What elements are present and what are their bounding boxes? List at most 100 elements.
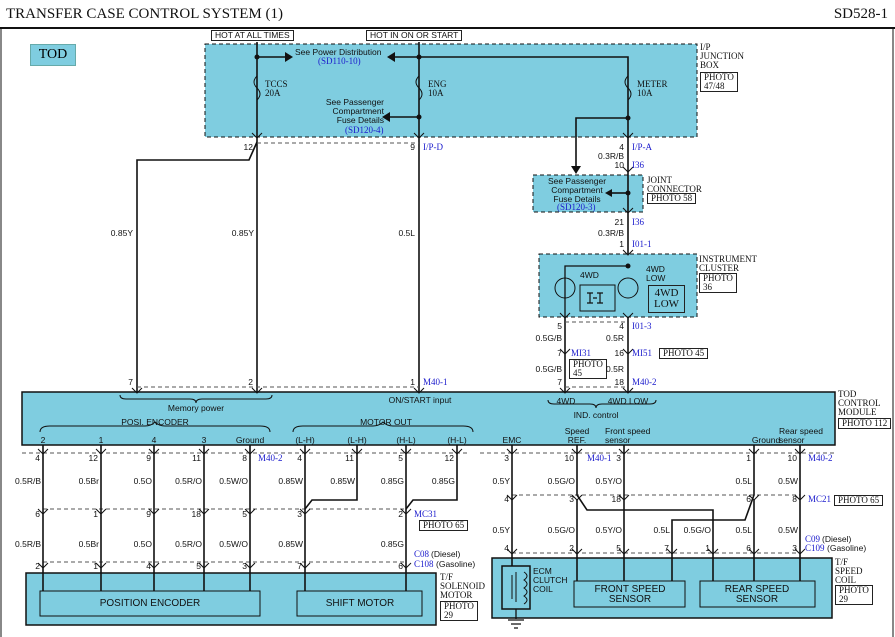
connector-mc31[interactable]: MC31 [414, 509, 438, 519]
connector-mi31[interactable]: MI31 [571, 348, 591, 358]
connector-pin-mark [571, 448, 583, 455]
connector-pin-mark [413, 132, 425, 139]
wire-label: 0.5L [398, 228, 415, 238]
page-title: TRANSFER CASE CONTROL SYSTEM (1) [6, 6, 283, 22]
connector-m40-2[interactable]: M40-2 [632, 377, 657, 387]
wire-label: 0.85G [431, 476, 455, 486]
pin-label: 16 [614, 348, 624, 358]
connector-c109[interactable]: C109 [805, 543, 825, 553]
wire-label: 0.85W [278, 539, 303, 549]
4wd-icon-box [579, 284, 616, 312]
pin-function-label: Ground [751, 435, 781, 445]
lamp-4wd-low-bulb [617, 277, 639, 299]
pin-label: 1 [410, 377, 415, 387]
connector-pin-mark [622, 312, 634, 319]
tf-speed-coil-label: T/F SPEED COIL [835, 557, 863, 585]
tf-solenoid-motor-label: T/F SOLENOID MOTOR [440, 572, 485, 600]
connector-pin-mark [244, 448, 256, 455]
connector-c09[interactable]: C09 [805, 534, 821, 544]
pin-label: 4 [504, 494, 509, 504]
wire-label: 0.85Y [231, 228, 254, 238]
link-sd110-10[interactable]: (SD110-10) [318, 56, 361, 66]
connector-c08[interactable]: C08 [414, 549, 430, 559]
connector-pin-mark [622, 387, 634, 394]
connector-ip-a[interactable]: I/P-A [632, 142, 652, 152]
pin-label: 7 [664, 543, 669, 553]
position-encoder-label: POSITION ENCODER [99, 598, 201, 609]
pin-label: 4 [35, 453, 40, 463]
hot-in-on-or-start-label: HOT IN ON OR START [366, 30, 463, 41]
wire-label: 0.5W [778, 525, 798, 535]
photo-29: PHOTO 29 [835, 585, 873, 605]
connector-pin-mark [351, 448, 363, 455]
connector-i36[interactable]: I36 [632, 160, 644, 170]
pin-label: 4 [504, 543, 509, 553]
connector-m40-2[interactable]: M40-2 [808, 453, 833, 463]
photo-65: PHOTO 65 [419, 520, 469, 531]
wire-label: 0.85G [380, 539, 404, 549]
connector-mc21[interactable]: MC21 [808, 494, 832, 504]
connector-m40-1[interactable]: M40-1 [587, 453, 612, 463]
pin-label: 1 [93, 509, 98, 519]
pin-label: 7 [557, 377, 562, 387]
brace-memory-power [119, 394, 273, 404]
connector-pin-mark [198, 448, 210, 455]
connector-pin-mark [666, 548, 678, 555]
connector-pin-mark [37, 562, 49, 569]
connector-c108[interactable]: C108 [414, 559, 434, 569]
connector-pin-mark [148, 562, 160, 569]
connector-i01-1[interactable]: I01-1 [632, 239, 652, 249]
on-start-input-label: ON/START input [388, 395, 452, 405]
see-power-distribution-label: See Power Distribution [295, 47, 382, 57]
connector-pin-mark [299, 562, 311, 569]
photo-112: PHOTO 112 [838, 418, 892, 429]
pin-label: 1 [619, 239, 624, 249]
wire-label: 0.5Y/O [595, 476, 622, 486]
connector-pin-mark [299, 448, 311, 455]
pin-label: 4 [146, 561, 151, 571]
connector-pin-mark [748, 494, 760, 501]
connector-pin-mark [618, 548, 630, 555]
connector-m40-1[interactable]: M40-1 [423, 377, 448, 387]
pin-label: 7 [128, 377, 133, 387]
connector-pin-mark [148, 508, 160, 515]
wire-label: 0.5R/O [175, 476, 202, 486]
fuse-eng-label: ENG 10A [428, 79, 447, 98]
link-sd120-4[interactable]: (SD120-4) [345, 125, 384, 135]
pin-label: 6 [746, 494, 751, 504]
connector-m40-2[interactable]: M40-2 [258, 453, 283, 463]
pin-label: 8 [242, 453, 247, 463]
pin-function-label: Ground [235, 435, 265, 445]
photo-47-48: PHOTO 47/48 [700, 72, 738, 92]
connector-i01-3[interactable]: I01-3 [632, 321, 652, 331]
wire-label: 0.85W [330, 476, 355, 486]
photo-45: PHOTO 45 [659, 348, 709, 359]
wire-label: 0.3R/B [598, 228, 624, 238]
pin-label: 10 [564, 453, 574, 463]
pin-label: 12 [444, 453, 454, 463]
pin-label: 18 [191, 509, 201, 519]
connector-mi51[interactable]: MI51 [632, 348, 652, 358]
shift-motor-label: SHIFT MOTOR [325, 598, 395, 609]
connector-i36[interactable]: I36 [632, 217, 644, 227]
pin-label: 18 [614, 377, 624, 387]
link-sd120-3[interactable]: (SD120-3) [557, 202, 596, 212]
brace-ind-control [547, 399, 657, 409]
connector-pin-mark [506, 448, 518, 455]
4wd-low-indicator: 4WD LOW [648, 285, 686, 313]
wire-label: 0.5G/O [547, 525, 575, 535]
gasoline-note: (Gasoline) [827, 543, 867, 553]
connector-ip-d[interactable]: I/P-D [423, 142, 443, 152]
connector-pin-mark [559, 348, 571, 355]
wire-label: 0.5L [735, 525, 752, 535]
pin-label: 5 [242, 509, 247, 519]
wire-label: 0.5G/B [535, 333, 562, 343]
tod-badge: TOD [30, 44, 76, 66]
pin-label: 7 [557, 348, 562, 358]
fuse-meter-label: METER 10A [637, 79, 668, 98]
pin-function-label: 2 [40, 435, 46, 445]
connector-pin-mark [618, 494, 630, 501]
ip-junction-box-label: I/P JUNCTION BOX [700, 42, 744, 70]
ground-icon [508, 609, 524, 629]
